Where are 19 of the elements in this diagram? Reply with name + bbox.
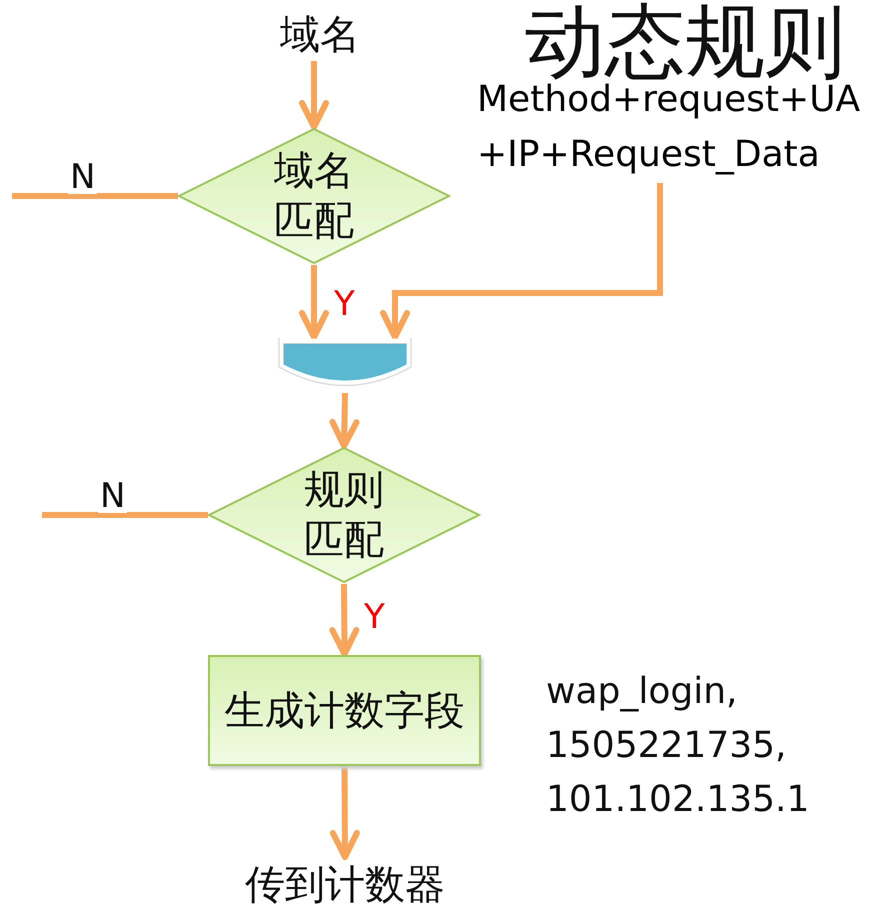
- decision-diamond: [178, 128, 450, 264]
- field-values: wap_login, 1505221735, 101.102.135.1: [546, 670, 810, 822]
- arrow: [299, 265, 329, 340]
- arrow: [380, 183, 663, 340]
- node-label: 生成计数字段: [224, 686, 464, 736]
- connector-line: [42, 512, 208, 518]
- arrow: [330, 766, 360, 860]
- node-label: 规则匹配: [303, 466, 385, 565]
- arrow: [299, 61, 329, 130]
- decision-diamond: [208, 447, 480, 583]
- process-box: [208, 655, 481, 766]
- node-label: 域名匹配: [273, 147, 355, 246]
- edge-label: N: [98, 479, 128, 513]
- connector-line: [12, 193, 178, 199]
- flow-label: 传到计数器: [245, 861, 445, 910]
- arrow: [329, 584, 360, 657]
- edge-label: N: [68, 160, 98, 194]
- arrow: [329, 392, 360, 449]
- flow-label: 域名: [280, 11, 360, 60]
